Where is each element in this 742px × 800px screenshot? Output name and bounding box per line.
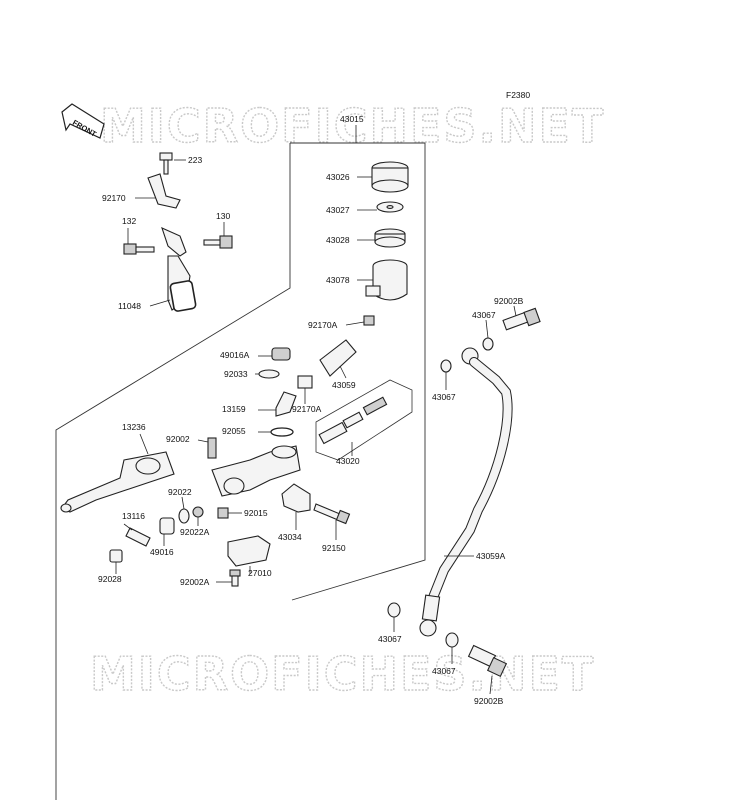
- label-43067-b: 43067: [432, 392, 456, 402]
- label-11048: 11048: [118, 301, 141, 311]
- ring-92022: [178, 508, 190, 524]
- nut-92015: [217, 507, 229, 519]
- figure-code: F2380: [506, 90, 530, 100]
- label-92022: 92022: [168, 487, 192, 497]
- label-13116: 13116: [122, 511, 145, 521]
- label-92150: 92150: [322, 543, 346, 553]
- label-43067-c: 43067: [378, 634, 402, 644]
- label-92022A: 92022A: [180, 527, 210, 537]
- label-43059A: 43059A: [476, 551, 506, 561]
- washer-43067-a: [482, 337, 494, 351]
- label-43034: 43034: [278, 532, 302, 542]
- pin-13116: [125, 527, 151, 547]
- fitting-13159: [275, 391, 297, 417]
- washer-43067-c: [387, 602, 401, 618]
- brake-lever-13236: [60, 451, 175, 513]
- hose-43059a: [419, 347, 513, 637]
- front-arrow-icon: FRONT: [61, 103, 105, 139]
- ring-92033: [258, 369, 280, 379]
- label-49016: 49016: [150, 547, 174, 557]
- label-92170A-b: 92170A: [292, 404, 322, 414]
- label-92170: 92170: [102, 193, 126, 203]
- label-43026: 43026: [326, 172, 350, 182]
- label-92055: 92055: [222, 426, 246, 436]
- label-27010: 27010: [248, 568, 272, 578]
- switch-27010: [227, 535, 271, 567]
- label-43059: 43059: [332, 380, 356, 390]
- hose-43059: [319, 339, 357, 377]
- label-92002B-top: 92002B: [494, 296, 524, 306]
- label-43067-d: 43067: [432, 666, 456, 676]
- banjo-bolt-bottom-92002b: [467, 644, 508, 678]
- label-130: 130: [216, 211, 230, 221]
- label-13159: 13159: [222, 404, 246, 414]
- clamp-92170a-b: [297, 375, 313, 389]
- master-cylinder-body: [207, 437, 301, 497]
- label-43020: 43020: [336, 456, 360, 466]
- washer-43067-d: [445, 632, 459, 648]
- label-132: 132: [122, 216, 136, 226]
- piston-kit-frame: [315, 379, 413, 461]
- label-92015: 92015: [244, 508, 268, 518]
- watermark-bottom: MICROFICHES.NET: [90, 647, 595, 701]
- cap-49016a: [271, 347, 291, 361]
- label-92002A: 92002A: [180, 577, 210, 587]
- washer-43067-b: [440, 359, 452, 373]
- watermark-top: MICROFICHES.NET: [100, 99, 605, 153]
- screw-92002a: [229, 569, 241, 587]
- label-92170A: 92170A: [308, 320, 338, 330]
- label-13236: 13236: [122, 422, 146, 432]
- label-43067-a: 43067: [472, 310, 496, 320]
- bolt-92150: [313, 503, 351, 525]
- holder-43034: [281, 483, 311, 513]
- assembly-frame-left: [55, 143, 291, 800]
- label-223: 223: [188, 155, 202, 165]
- piston-kit-43020: [318, 396, 388, 445]
- label-43027: 43027: [326, 205, 350, 215]
- label-43078: 43078: [326, 275, 350, 285]
- reservoir-stack: [365, 161, 409, 301]
- boot-49016: [159, 517, 175, 535]
- label-43015: 43015: [340, 114, 364, 124]
- label-49016A: 49016A: [220, 350, 250, 360]
- label-92002B-bot: 92002B: [474, 696, 504, 706]
- label-92033: 92033: [224, 369, 248, 379]
- bracket-assembly: [123, 152, 233, 312]
- clamp-92170a: [363, 315, 375, 326]
- washer-92022a: [192, 506, 204, 518]
- label-92028: 92028: [98, 574, 122, 584]
- label-92002: 92002: [166, 434, 190, 444]
- label-43028: 43028: [326, 235, 350, 245]
- banjo-bolt-top-92002b: [502, 307, 541, 331]
- assembly-frame-right: [290, 142, 426, 601]
- oring-92055: [270, 427, 294, 437]
- cap-92028: [109, 549, 123, 563]
